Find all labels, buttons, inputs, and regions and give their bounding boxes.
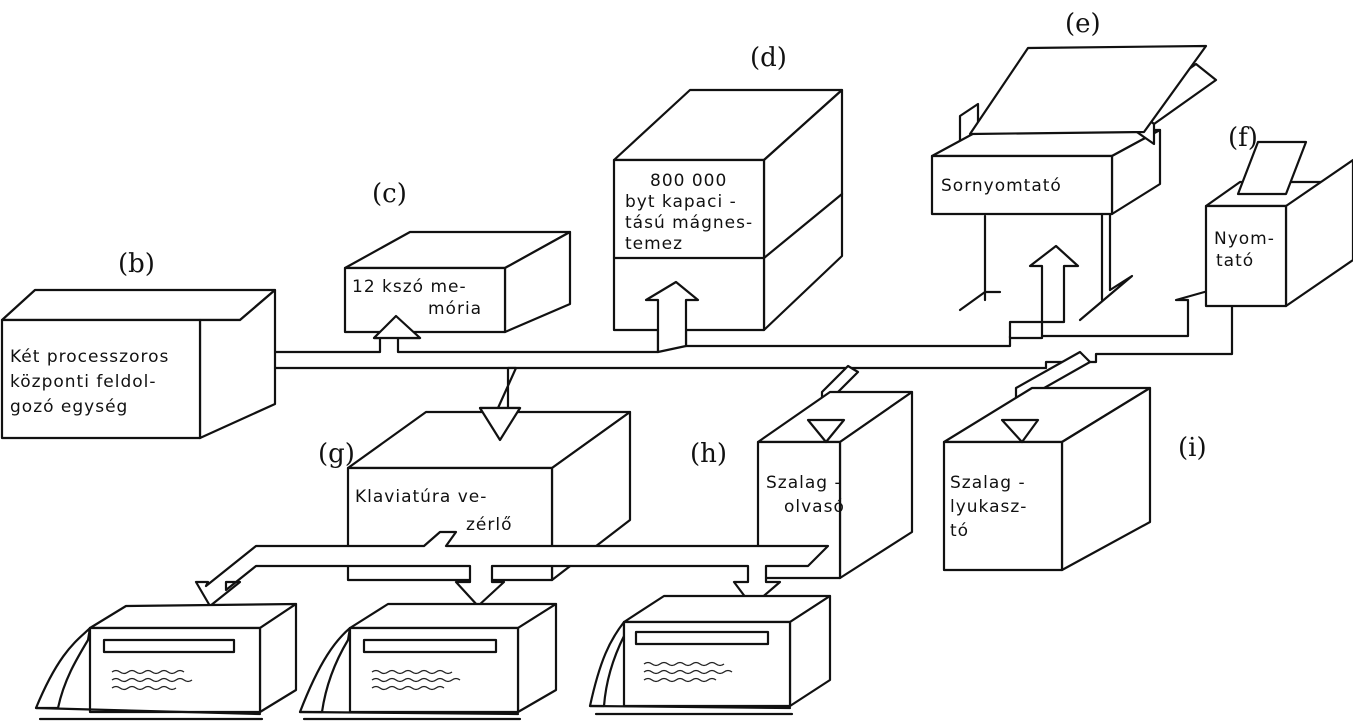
disk-unit: 800 000 byt kapaci - tású mágnes- temez …	[612, 43, 844, 354]
tape-punch-unit: Szalag - lyukasz- tó (i)	[942, 386, 1207, 572]
tape-punch-label-line-1: Szalag -	[950, 473, 1026, 493]
label-e: (e)	[1065, 9, 1101, 39]
terminal-3	[588, 594, 832, 716]
cpu-label-line-1: Két processzoros	[10, 347, 169, 367]
cpu-unit: Két processzoros központi feldol- gozó e…	[0, 249, 277, 440]
label-d: (d)	[750, 43, 787, 73]
disk-label-line-4: temez	[625, 234, 683, 254]
tape-punch-label-line-2: lyukasz-	[950, 497, 1027, 517]
terminal-bus	[194, 530, 830, 608]
disk-label-line-1: 800 000	[650, 171, 727, 191]
printer-label-line-2: tató	[1216, 251, 1254, 271]
terminal-1	[34, 602, 298, 721]
label-b: (b)	[118, 249, 155, 279]
terminal-2	[298, 602, 558, 721]
keyboard-controller-label-line-2: zérlő	[466, 515, 513, 535]
line-printer-unit: Sornyomtató (e)	[930, 9, 1218, 322]
cpu-label-line-3: gozó egység	[10, 397, 128, 417]
memory-unit: 12 kszó me- mória (c)	[343, 179, 572, 340]
bus-branch-line-printer	[1008, 244, 1080, 340]
memory-label-line-1: 12 kszó me-	[352, 277, 467, 297]
printer-unit: Nyom- tató (f)	[1204, 123, 1353, 308]
tape-punch-label-line-3: tó	[950, 521, 969, 541]
line-printer-label: Sornyomtató	[941, 176, 1062, 196]
memory-label-line-2: mória	[428, 299, 482, 319]
disk-label-line-2: byt kapaci -	[625, 192, 737, 212]
cpu-label-line-2: központi feldol-	[10, 372, 157, 392]
printer-label-line-1: Nyom-	[1214, 229, 1275, 249]
label-h: (h)	[690, 439, 727, 469]
label-c: (c)	[372, 179, 407, 209]
keyboard-controller-label-line-1: Klaviatúra ve-	[355, 487, 487, 507]
label-f: (f)	[1228, 123, 1258, 153]
disk-label-line-3: tású mágnes-	[625, 213, 753, 233]
label-g: (g)	[318, 439, 355, 469]
label-i: (i)	[1178, 433, 1207, 463]
tape-reader-label-line-2: olvasó	[784, 497, 845, 517]
tape-reader-label-line-1: Szalag -	[766, 473, 842, 493]
